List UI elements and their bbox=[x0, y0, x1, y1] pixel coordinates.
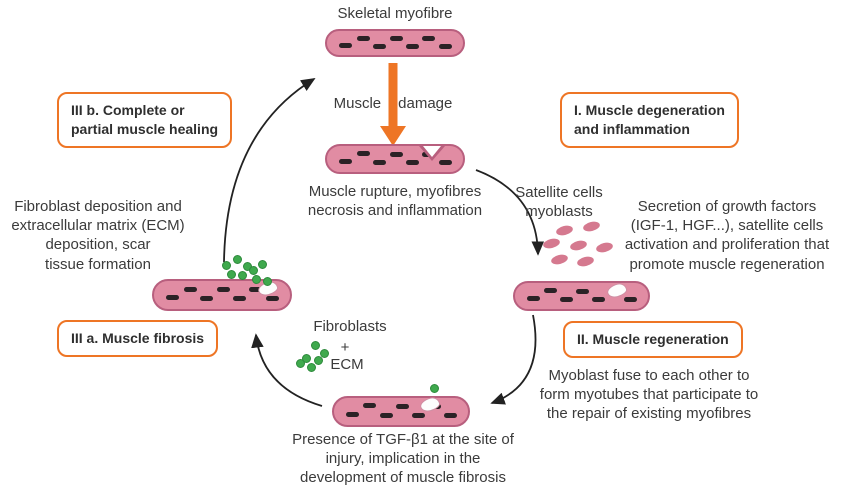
tgf-myofibre-shape bbox=[332, 395, 470, 427]
myonucleus-dash bbox=[405, 43, 419, 49]
fibroblast-dot bbox=[238, 271, 247, 280]
stage3a-box: III a. Muscle fibrosis bbox=[57, 320, 219, 357]
myonucleus-dash bbox=[373, 43, 387, 49]
muscle-damage-word-right: damage bbox=[398, 95, 453, 112]
myonucleus-dash bbox=[373, 160, 387, 166]
fibroblast-dot bbox=[233, 255, 242, 264]
ecm-label: ECM bbox=[330, 356, 364, 373]
fibroblast-dot bbox=[307, 363, 316, 372]
fibroblast-dot bbox=[227, 270, 236, 279]
fibroblast-dot bbox=[249, 266, 258, 275]
fibroblast-dot bbox=[258, 260, 267, 269]
myonucleus-dash bbox=[411, 412, 425, 418]
plus-sign: + bbox=[340, 339, 350, 356]
myonucleus-dash bbox=[216, 287, 230, 293]
myonucleus-dash bbox=[389, 36, 403, 42]
fibroblasts-label: Fibroblasts bbox=[313, 318, 387, 335]
fibrosis-myofibre-shape bbox=[152, 279, 292, 311]
myonucleus-dash bbox=[339, 159, 353, 164]
myonucleus-dash bbox=[232, 296, 246, 302]
stage3a-caption: Fibroblast deposition and extracellular … bbox=[11, 198, 185, 273]
ruptured-myofibre-shape bbox=[325, 144, 465, 174]
myonucleus-dash bbox=[183, 286, 197, 292]
myonucleus-dash bbox=[363, 403, 377, 409]
stage3b-box: III b. Complete or partial muscle healin… bbox=[57, 92, 233, 148]
myonucleus-dash bbox=[592, 297, 606, 303]
myonucleus-dash bbox=[624, 297, 638, 303]
skeletal-myofibre-label: Skeletal myofibre bbox=[337, 5, 453, 22]
myonucleus-dash bbox=[200, 296, 214, 302]
myoblast-cell bbox=[569, 239, 588, 252]
fibroblast-dot bbox=[430, 384, 439, 393]
fibroblast-dot bbox=[311, 341, 320, 350]
myonucleus-dash bbox=[422, 36, 436, 42]
myoblast-cell bbox=[555, 224, 574, 237]
rupture-caption: Muscle rupture, myofibres necrosis and i… bbox=[307, 183, 483, 220]
fibroblast-dot bbox=[252, 275, 261, 284]
myonucleus-dash bbox=[576, 288, 590, 294]
myonucleus-dash bbox=[166, 295, 180, 300]
myoblast-cell bbox=[542, 237, 561, 250]
fibroblast-dot bbox=[314, 356, 323, 365]
myonucleus-dash bbox=[389, 151, 403, 157]
myonucleus-dash bbox=[405, 160, 419, 166]
myonucleus-dash bbox=[265, 296, 279, 302]
injury-site-patch bbox=[418, 395, 442, 414]
stage2-caption: Myoblast fuse to each other to form myot… bbox=[539, 367, 759, 423]
myonucleus-dash bbox=[443, 412, 457, 418]
secretion-caption: Secretion of growth factors (IGF-1, HGF.… bbox=[624, 198, 830, 273]
skeletal-myofibre-shape bbox=[325, 29, 465, 57]
myonucleus-dash bbox=[356, 151, 370, 157]
myonucleus-dash bbox=[438, 43, 452, 49]
myonucleus-dash bbox=[395, 403, 409, 409]
myonucleus-dash bbox=[379, 412, 393, 418]
myonucleus-dash bbox=[249, 287, 263, 293]
myonucleus-dash bbox=[438, 160, 452, 166]
tgf-caption: Presence of TGF-β1 at the site of injury… bbox=[292, 431, 514, 487]
rupture-notch-inner bbox=[423, 146, 441, 157]
fibroblast-dot bbox=[263, 277, 272, 286]
muscle-damage-label: Muscle damage bbox=[313, 94, 473, 113]
myoblast-cell bbox=[576, 255, 595, 268]
myonucleus-dash bbox=[339, 43, 353, 48]
muscle-damage-word-left: Muscle bbox=[333, 95, 382, 112]
myonucleus-dash bbox=[356, 35, 370, 41]
myonucleus-dash bbox=[346, 411, 360, 417]
stage2-box: II. Muscle regeneration bbox=[563, 321, 743, 358]
fibroblast-dot bbox=[222, 261, 231, 270]
myonucleus-dash bbox=[544, 288, 558, 294]
stage1-box: I. Muscle degeneration and inflammation bbox=[560, 92, 739, 148]
myoblast-cell bbox=[550, 253, 569, 266]
myonucleus-dash bbox=[526, 296, 540, 301]
myonucleus-dash bbox=[560, 297, 574, 303]
fibroblast-dot bbox=[296, 359, 305, 368]
regenerating-myofibre-shape bbox=[513, 281, 650, 311]
arrow-healing bbox=[223, 78, 316, 263]
